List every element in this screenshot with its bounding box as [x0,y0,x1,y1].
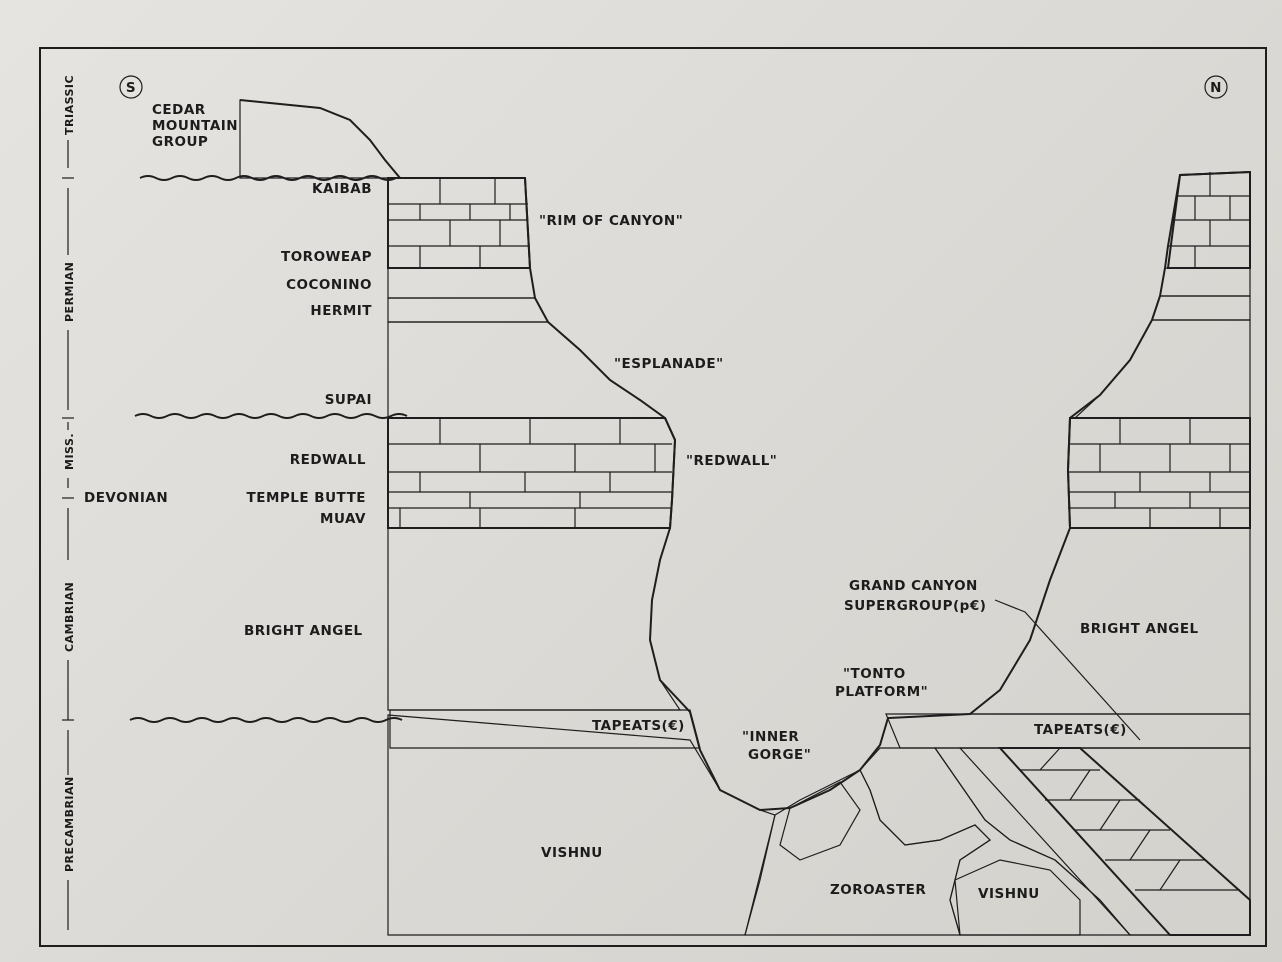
label-cedar-3: GROUP [152,134,208,150]
label-kaibab: KAIBAB [312,181,372,197]
period-miss: MISS. [63,433,76,470]
label-hermit: HERMIT [310,303,372,319]
landform-redwall: "REDWALL" [686,453,777,469]
period-permian: PERMIAN [63,262,76,322]
label-temple-butte: TEMPLE BUTTE [247,490,366,506]
period-triassic: TRIASSIC [63,75,76,135]
label-vishnu-right: VISHNU [978,886,1040,902]
north-compass-circle [1204,75,1228,99]
basement-rocks [744,747,1251,936]
period-precambrian: PRECAMBRIAN [63,776,76,872]
label-zoroaster: ZOROASTER [830,882,926,898]
label-cedar-2: MOUNTAIN [152,118,238,134]
north-label: N [1210,80,1222,96]
period-cambrian: CAMBRIAN [63,582,76,652]
label-redwall: REDWALL [290,452,366,468]
canyon-profile-left [239,99,889,812]
unconformity-lines [129,175,408,723]
label-supergroup-2: SUPERGROUP(p€) [844,598,986,614]
landform-tonto-1: "TONTO [843,666,906,682]
supergroup-band-2 [1078,747,1251,902]
label-tapeats-right: TAPEATS(€) [1034,722,1127,738]
vishnu-right-label-patch [954,859,1081,936]
figure-frame [39,47,1267,947]
label-coconino: COCONINO [286,277,372,293]
vishnu-left-layer [387,714,776,936]
label-bright-angel-left: BRIGHT ANGEL [244,623,363,639]
landform-gorge-1: "INNER [742,729,799,745]
south-label: S [126,80,136,96]
label-cedar-1: CEDAR [152,102,206,118]
label-supergroup-1: GRAND CANYON [849,578,978,594]
south-compass-circle [119,75,143,99]
label-bright-angel-right: BRIGHT ANGEL [1080,621,1199,637]
label-toroweap: TOROWEAP [281,249,372,265]
landform-esplanade: "ESPLANADE" [614,356,724,372]
label-tapeats-left: TAPEATS(€) [592,718,685,734]
label-vishnu-left: VISHNU [541,845,603,861]
label-muav: MUAV [320,511,366,527]
landform-gorge-2: GORGE" [748,747,811,763]
landform-rim: "RIM OF CANYON" [539,213,683,229]
time-axis [62,140,74,930]
supergroup-leader-line [994,599,1141,741]
supergroup-block-band [997,747,1251,936]
landform-tonto-2: PLATFORM" [835,684,928,700]
label-supai: SUPAI [325,392,372,408]
vishnu-middle-block [779,781,861,861]
period-devonian: DEVONIAN [84,490,168,506]
canyon-profile-right [887,171,1251,719]
